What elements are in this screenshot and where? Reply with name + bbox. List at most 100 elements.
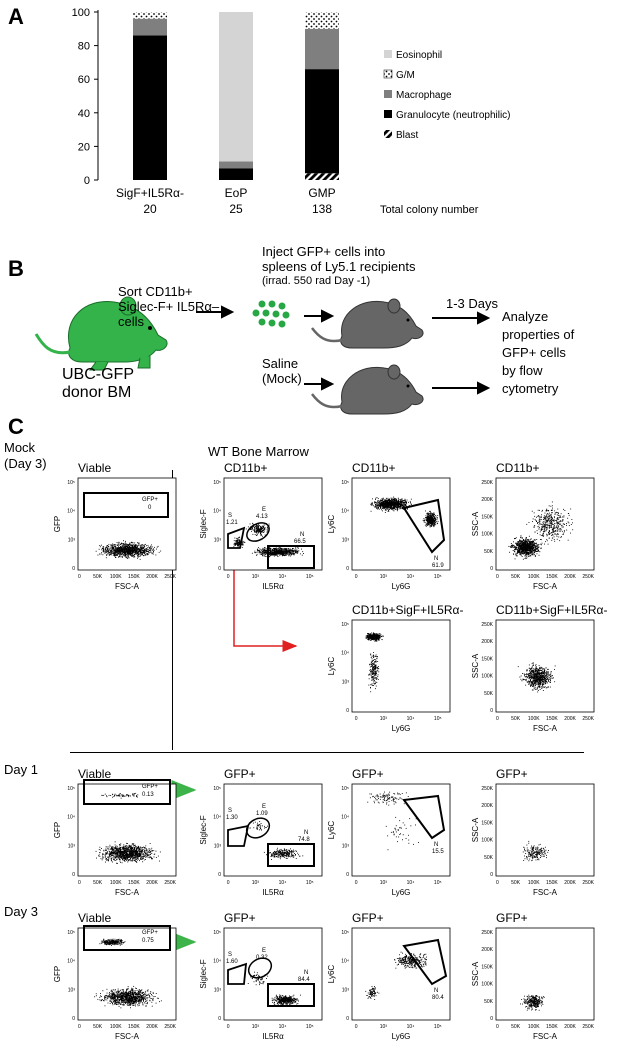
inject-text: Inject GFP+ cells into spleens of Ly5.1 … <box>262 244 416 274</box>
gate-label: S <box>228 952 232 958</box>
gate-e <box>246 522 270 542</box>
x-tick-label: 50K <box>93 1024 103 1030</box>
y-tick-label: 10⁴ <box>213 815 221 821</box>
x-tick-label: 50K <box>93 574 103 580</box>
y-tick-label: 10³ <box>68 987 76 993</box>
gate-label: GFP+ <box>142 497 158 503</box>
arrow-icon <box>304 309 335 323</box>
arrow-icon <box>304 377 335 391</box>
y-tick-label: 10⁴ <box>213 509 221 515</box>
bar-segment <box>133 18 167 36</box>
y-tick-label: 10⁴ <box>67 509 75 515</box>
colony-number: 138 <box>312 202 332 216</box>
bars <box>133 12 339 180</box>
x-tick-label: 10⁴ <box>407 880 415 886</box>
gate-label: E <box>262 948 266 954</box>
x-tick-label: 250K <box>164 1024 176 1030</box>
legend-swatch <box>384 110 392 118</box>
y-tick-label: 10⁵ <box>67 930 75 936</box>
x-tick-label: 200K <box>564 574 576 580</box>
plot-frame <box>351 927 451 1021</box>
x-axis-label: Ly6G <box>392 724 411 733</box>
y-axis-label: Ly6C <box>327 515 336 534</box>
x-tick-label: 10³ <box>252 1024 260 1030</box>
y-tick-label: 10⁴ <box>341 651 349 657</box>
colony-number-label: Total colony number <box>380 204 479 216</box>
y-tick-label: 10⁴ <box>213 959 221 965</box>
plot-title: CD11b+SigF+IL5Rα- <box>352 603 463 617</box>
x-tick-label: 10³ <box>252 574 260 580</box>
x-tick-label: 0 <box>227 574 230 580</box>
panel-b-letter: B <box>8 256 24 281</box>
legend-swatch <box>384 50 392 58</box>
x-tick-label: 200K <box>564 1024 576 1030</box>
y-axis-label: SSC-A <box>471 653 480 678</box>
x-tick-label: 0 <box>78 880 81 886</box>
y-tick-label: 0 <box>72 1016 75 1022</box>
y-axis-label: Ly6C <box>327 821 336 840</box>
sort-text: Sort CD11b+ Siglec-F+ IL5Rα– cells <box>118 284 220 329</box>
y-axis-label: SSC-A <box>471 511 480 536</box>
gate-value: 61.9 <box>432 563 444 569</box>
y-tick-label: 10³ <box>342 537 350 543</box>
y-tick-label: 150K <box>481 656 493 662</box>
x-axis-label: FSC-A <box>533 582 558 591</box>
plot-events <box>522 840 549 862</box>
x-tick-label: 10⁵ <box>434 1024 442 1030</box>
y-tick-label: 10⁴ <box>67 815 75 821</box>
x-tick-label: 0 <box>227 1024 230 1030</box>
y-tick-label: 10³ <box>214 843 222 849</box>
plot-events <box>517 662 556 693</box>
y-tick-label: 10⁵ <box>341 622 349 628</box>
y-tick-label: 10³ <box>342 843 350 849</box>
y-axis-label: Ly6C <box>327 657 336 676</box>
vertical-divider <box>172 470 173 750</box>
y-tick-label: 0 <box>346 566 349 572</box>
x-axis-label: FSC-A <box>115 582 140 591</box>
y-tick-label: 10⁵ <box>213 786 221 792</box>
gate-label: N <box>304 830 308 836</box>
bar-segment <box>219 12 253 162</box>
plot-frame <box>351 783 451 877</box>
gate-value: 1.60 <box>226 959 238 965</box>
gate-label: E <box>262 804 266 810</box>
x-tick-label: 10³ <box>252 880 260 886</box>
gfp-gate <box>83 492 169 518</box>
gfp-gate <box>83 925 171 951</box>
plot-events <box>233 522 304 558</box>
x-tick-label: 100K <box>528 1024 540 1030</box>
y-tick-label: 10⁵ <box>341 480 349 486</box>
recipient-mouse-icon <box>311 298 424 349</box>
saline-text: Saline (Mock) <box>262 356 302 386</box>
y-tick-label: 0 <box>490 1016 493 1022</box>
y-tick-label: 10⁴ <box>341 959 349 965</box>
y-tick-label: 100K <box>481 838 493 844</box>
gate-label: N <box>434 842 438 848</box>
y-tick-label: 100K <box>481 674 493 680</box>
gate-s <box>227 962 248 985</box>
x-tick-label: 200K <box>146 880 158 886</box>
panel-b-diagram <box>34 296 491 415</box>
x-tick-label: 150K <box>546 880 558 886</box>
x-axis-label: Ly6G <box>392 582 411 591</box>
x-tick-label: 10⁴ <box>407 574 415 580</box>
gate-label: GFP+ <box>142 930 158 936</box>
y-axis-label: Siglec-F <box>199 959 208 988</box>
x-tick-label: 250K <box>164 574 176 580</box>
plot-title: CD11b+SigF+IL5Rα- <box>496 603 607 617</box>
x-tick-label: 150K <box>128 574 140 580</box>
plot-frame <box>495 477 595 571</box>
